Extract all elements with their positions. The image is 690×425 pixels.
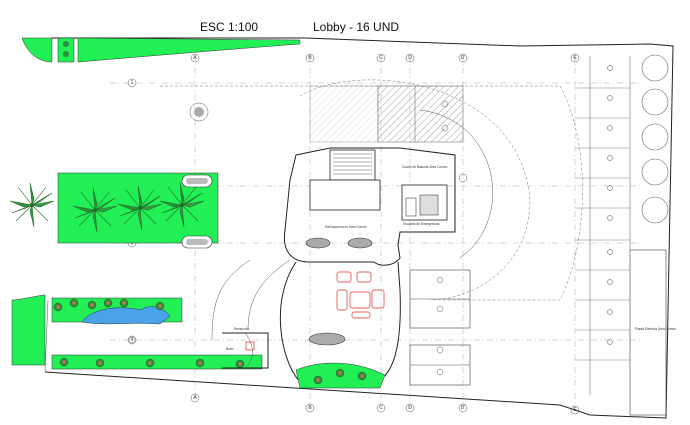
svg-text:B: B (308, 55, 312, 61)
svg-text:E: E (573, 407, 577, 413)
garden-pool (11, 294, 263, 370)
svg-text:C: C (379, 405, 383, 411)
room-reception-label: Recepción (234, 327, 249, 331)
driveway-column (189, 102, 209, 122)
circulation-arcs (160, 79, 583, 301)
svg-text:4: 4 (131, 337, 134, 343)
site-boundary (44, 37, 674, 419)
room-hall-label: Hall Ascensores Área Común (325, 225, 367, 229)
svg-text:D': D' (461, 55, 466, 61)
plan-title-scale: ESC 1:100 (200, 20, 259, 34)
room-trash-label: Cuarto de Basuras Área Común (402, 165, 448, 169)
svg-text:C: C (379, 55, 383, 61)
plan-title-level: Lobby - 16 UND (313, 20, 400, 34)
building-core: Hall Ascensores Área Común Cuarto de Bas… (283, 147, 468, 266)
svg-text:D: D (408, 405, 412, 411)
garden-palms (9, 172, 219, 249)
vehicle-ramp (211, 259, 291, 341)
grid-axis-bottom-bubbles: A B C D D' E (190, 393, 580, 415)
parking-ramp (309, 85, 464, 143)
svg-text:A: A (193, 395, 197, 401)
parking-right-column: Planta Eléctrica Área Común (575, 54, 676, 416)
svg-text:1: 1 (131, 80, 134, 86)
room-planta-label: Planta Eléctrica Área Común (635, 327, 676, 331)
room-stair-label: Escalera de Emergencias (403, 222, 440, 226)
parking-central (409, 100, 471, 386)
lobby (279, 261, 401, 389)
svg-text:A: A (193, 55, 197, 61)
grid-axis-top-bubbles: A B C D D' E (190, 53, 580, 63)
lounge-furniture (336, 271, 385, 319)
room-bano-label: Baño (226, 347, 234, 351)
svg-text:D': D' (461, 405, 466, 411)
planter-top (21, 37, 301, 63)
svg-text:B: B (308, 405, 312, 411)
svg-text:D: D (408, 55, 412, 61)
reception: Recepción Baño (222, 327, 269, 369)
svg-text:E: E (573, 55, 577, 61)
